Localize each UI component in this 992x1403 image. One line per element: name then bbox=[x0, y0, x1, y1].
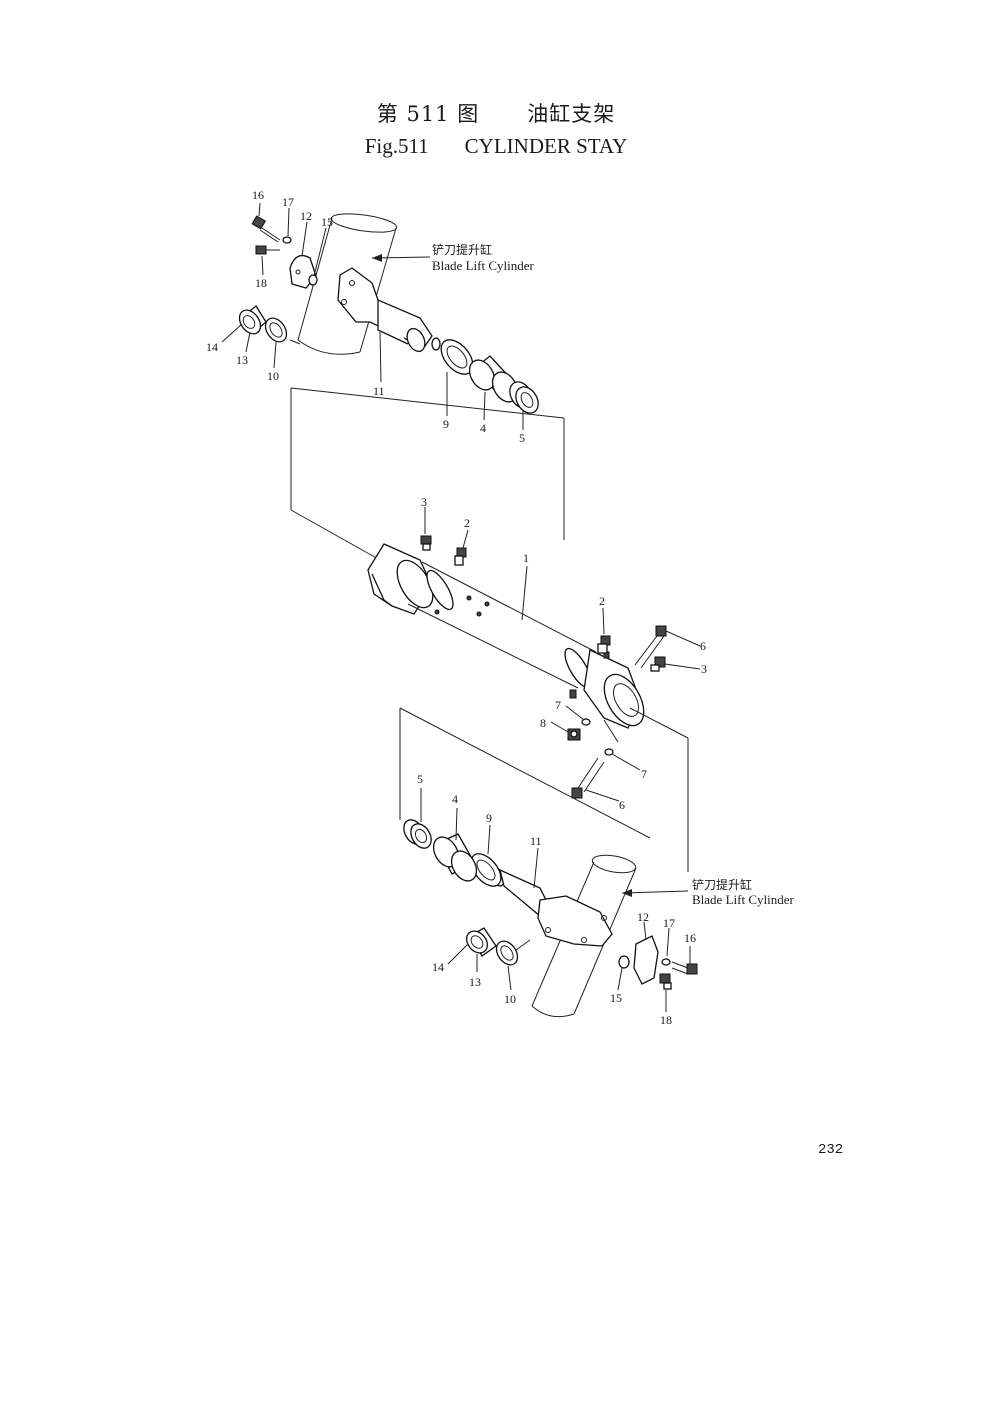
bottom-part-11-trunnion bbox=[494, 868, 613, 947]
bottom-part-17-washer bbox=[661, 958, 671, 966]
bottom-part-4-bushing bbox=[432, 833, 478, 882]
figure-title-chinese: 第 511 图 油缸支架 bbox=[0, 98, 992, 128]
part-3-grease-nipple bbox=[420, 535, 432, 551]
part-number-label: 17 bbox=[663, 916, 675, 930]
figure-number-en: Fig.511 bbox=[364, 134, 429, 158]
bottom-part-number-labels: 5 4 9 11 12 17 16 14 13 10 15 18 bbox=[417, 772, 696, 1027]
part-number-label: 1 bbox=[523, 551, 529, 565]
part-7-washer-lower bbox=[604, 748, 614, 756]
part-8-nut bbox=[567, 728, 581, 741]
bottom-part-16-bolt bbox=[671, 961, 698, 975]
part-number-label: 5 bbox=[519, 431, 525, 445]
top-part-number-labels: 16 17 12 15 18 14 13 10 11 9 4 5 bbox=[206, 188, 525, 445]
part-number-label: 10 bbox=[504, 992, 516, 1006]
part-6-bolt-lower bbox=[571, 757, 605, 799]
part-number-label: 3 bbox=[421, 495, 427, 509]
part-number-label: 11 bbox=[373, 384, 385, 398]
part-number-label: 2 bbox=[599, 594, 605, 608]
part-number-label: 4 bbox=[452, 792, 458, 806]
part-number-label: 9 bbox=[443, 417, 449, 431]
part-number-label: 7 bbox=[641, 767, 647, 781]
top-part-13-14-bushing bbox=[238, 305, 267, 335]
part-number-label: 7 bbox=[555, 698, 561, 712]
bottom-part-9-seal bbox=[470, 853, 502, 887]
part-number-label: 18 bbox=[660, 1013, 672, 1027]
figure-number-cn: 第 511 图 bbox=[376, 102, 480, 126]
bottom-part-5-ring bbox=[403, 819, 432, 849]
figure-title-english: Fig.511 CYLINDER STAY bbox=[0, 134, 992, 159]
part-number-label: 8 bbox=[540, 716, 546, 730]
part-number-label: 13 bbox=[469, 975, 481, 989]
part-number-label: 3 bbox=[701, 662, 707, 676]
top-part-18-grease-fitting bbox=[255, 245, 280, 255]
top-leader-lines bbox=[221, 202, 524, 430]
assembly-guide-lines-upper bbox=[290, 387, 565, 561]
top-part-10-seal bbox=[264, 317, 288, 343]
assembly-guide-lines-lower bbox=[399, 707, 689, 872]
bottom-assembly bbox=[403, 788, 698, 1018]
part-number-label: 2 bbox=[464, 516, 470, 530]
part-number-label: 15 bbox=[321, 215, 333, 229]
arrow-icon bbox=[622, 889, 632, 897]
part-number-label: 12 bbox=[637, 910, 649, 924]
part-number-label: 13 bbox=[236, 353, 248, 367]
part-2-fitting-right bbox=[597, 635, 611, 654]
middle-leader-lines bbox=[424, 507, 701, 802]
part-number-label: 5 bbox=[417, 772, 423, 786]
part-number-label: 11 bbox=[530, 834, 542, 848]
middle-assembly bbox=[367, 507, 701, 802]
top-part-16-bolt bbox=[251, 215, 281, 243]
part-number-label: 17 bbox=[282, 195, 294, 209]
part-number-label: 16 bbox=[684, 931, 696, 945]
callout-top-cn: 铲刀提升缸 bbox=[432, 242, 492, 257]
bottom-part-12-cap bbox=[633, 935, 659, 985]
top-part-5-ring bbox=[509, 381, 539, 414]
page-number: 232 bbox=[818, 1142, 844, 1158]
part-number-label: 4 bbox=[480, 421, 486, 435]
middle-part-number-labels: 3 2 1 2 6 3 7 8 7 6 bbox=[421, 495, 707, 812]
part-number-label: 10 bbox=[267, 369, 279, 383]
top-part-15-plug bbox=[308, 274, 318, 286]
part-7-washer-upper bbox=[581, 718, 591, 726]
bottom-part-10-seal bbox=[495, 940, 519, 966]
part-number-label: 15 bbox=[610, 991, 622, 1005]
part-6-bolt-upper bbox=[634, 625, 667, 669]
callout-bottom-en: Blade Lift Cylinder bbox=[692, 892, 794, 907]
figure-name-en: CYLINDER STAY bbox=[464, 134, 628, 158]
part-number-label: 12 bbox=[300, 209, 312, 223]
part-number-label: 9 bbox=[486, 811, 492, 825]
bottom-part-15-plug bbox=[618, 955, 630, 969]
part-1-cylinder-stay-tube bbox=[367, 543, 645, 729]
part-number-label: 16 bbox=[252, 188, 264, 202]
callout-bottom-cn: 铲刀提升缸 bbox=[692, 877, 752, 892]
part-number-label: 18 bbox=[255, 276, 267, 290]
top-part-17-washer bbox=[282, 236, 292, 244]
figure-name-cn: 油缸支架 bbox=[527, 102, 616, 126]
bottom-part-13-14-bushing bbox=[466, 927, 497, 957]
part-number-label: 14 bbox=[206, 340, 218, 354]
callout-top-en: Blade Lift Cylinder bbox=[432, 258, 534, 273]
arrow-icon bbox=[372, 254, 382, 262]
part-number-label: 6 bbox=[700, 639, 706, 653]
top-assembly bbox=[221, 202, 539, 430]
part-3-grease-nipple-right bbox=[650, 656, 666, 672]
top-part-11-trunnion bbox=[337, 267, 441, 353]
bottom-leader-lines bbox=[420, 788, 691, 1012]
part-number-label: 6 bbox=[619, 798, 625, 812]
bottom-part-18-grease-fitting bbox=[659, 973, 672, 990]
part-number-label: 14 bbox=[432, 960, 444, 974]
part-2-fitting bbox=[454, 547, 467, 566]
